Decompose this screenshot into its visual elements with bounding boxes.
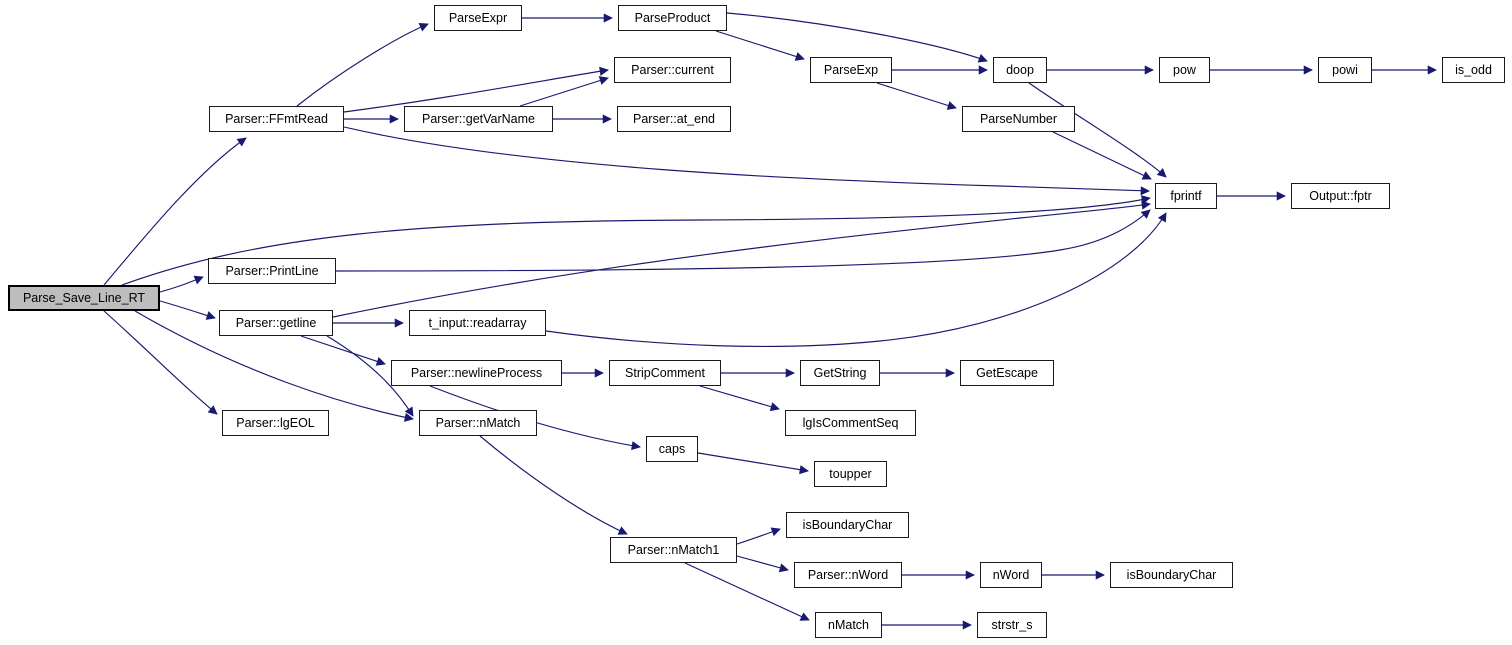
node-parser-newlineprocess[interactable]: Parser::newlineProcess (391, 360, 562, 386)
edge-ffmtread-current (343, 66, 609, 113)
edge-parse_save_line_rt-fprintf (121, 195, 1151, 286)
node-parser-getline[interactable]: Parser::getline (219, 310, 333, 336)
node-parser-ffmtread[interactable]: Parser::FFmtRead (209, 106, 344, 132)
node-parseexpr[interactable]: ParseExpr (434, 5, 522, 31)
edge-ffmtread-parseexpr (296, 23, 429, 107)
node-nword[interactable]: nWord (980, 562, 1042, 588)
edge-parse_save_line_rt-lgeol (103, 310, 218, 415)
node-nmatch[interactable]: nMatch (815, 612, 882, 638)
edge-nmatch1-nmatch (684, 562, 810, 621)
edge-parseproduct-parseexp (715, 30, 805, 61)
node-parser-at-end[interactable]: Parser::at_end (617, 106, 731, 132)
node-getstring[interactable]: GetString (800, 360, 880, 386)
edge-parse_save_line_rt-nmatch_parser (134, 310, 414, 422)
edge-nmatch_parser-nmatch1 (479, 435, 628, 535)
node-fprintf[interactable]: fprintf (1155, 183, 1217, 209)
node-parseproduct[interactable]: ParseProduct (618, 5, 727, 31)
edge-ffmtread-fprintf (343, 126, 1150, 196)
node-parser-printline[interactable]: Parser::PrintLine (208, 258, 336, 284)
node-parser-current[interactable]: Parser::current (614, 57, 731, 83)
edge-doop-fprintf (1028, 82, 1167, 178)
edge-parseproduct-doop (726, 12, 988, 63)
node-parser-nmatch1[interactable]: Parser::nMatch1 (610, 537, 737, 563)
node-parser-nword[interactable]: Parser::nWord (794, 562, 902, 588)
node-parser-getvarname[interactable]: Parser::getVarName (404, 106, 553, 132)
node-doop[interactable]: doop (993, 57, 1047, 83)
edge-parse_save_line_rt-printline (159, 275, 204, 293)
node-is-odd[interactable]: is_odd (1442, 57, 1505, 83)
edge-newlineprocess-caps (429, 385, 641, 451)
node-strstr-s[interactable]: strstr_s (977, 612, 1047, 638)
node-parseexp[interactable]: ParseExp (810, 57, 892, 83)
node-caps[interactable]: caps (646, 436, 698, 462)
node-parse-save-line-rt: Parse_Save_Line_RT (8, 285, 160, 311)
node-powi[interactable]: powi (1318, 57, 1372, 83)
edge-parse_save_line_rt-getline (159, 300, 216, 320)
edge-getline-newlineprocess (300, 335, 386, 366)
edge-readarray-fprintf (545, 212, 1167, 348)
node-parsenumber[interactable]: ParseNumber (962, 106, 1075, 132)
edge-nmatch1-nword_parser (736, 555, 789, 573)
node-t-input-readarray[interactable]: t_input::readarray (409, 310, 546, 336)
node-output-fptr[interactable]: Output::fptr (1291, 183, 1390, 209)
node-isboundarychar-2[interactable]: isBoundaryChar (1110, 562, 1233, 588)
node-toupper[interactable]: toupper (814, 461, 887, 487)
edge-caps-toupper (697, 452, 809, 475)
edge-stripcomment-lgiscommentseq (699, 385, 780, 412)
node-parser-nmatch[interactable]: Parser::nMatch (419, 410, 537, 436)
node-isboundarychar-1[interactable]: isBoundaryChar (786, 512, 909, 538)
node-lgiscommentseq[interactable]: lgIsCommentSeq (785, 410, 916, 436)
edge-parse_save_line_rt-ffmtread (103, 137, 247, 286)
edge-nmatch1-isboundarychar_1 (736, 527, 781, 545)
edge-parseexp-parsenumber (876, 82, 957, 110)
edge-printline-fprintf (335, 209, 1151, 272)
node-parser-lgeol[interactable]: Parser::lgEOL (222, 410, 329, 436)
node-stripcomment[interactable]: StripComment (609, 360, 721, 386)
edge-getline-fprintf (332, 200, 1151, 318)
node-getescape[interactable]: GetEscape (960, 360, 1054, 386)
edge-getline-nmatch_parser (326, 335, 414, 417)
node-pow[interactable]: pow (1159, 57, 1210, 83)
edge-parsenumber-fprintf (1052, 131, 1152, 180)
edge-getvarname-current (519, 76, 609, 107)
